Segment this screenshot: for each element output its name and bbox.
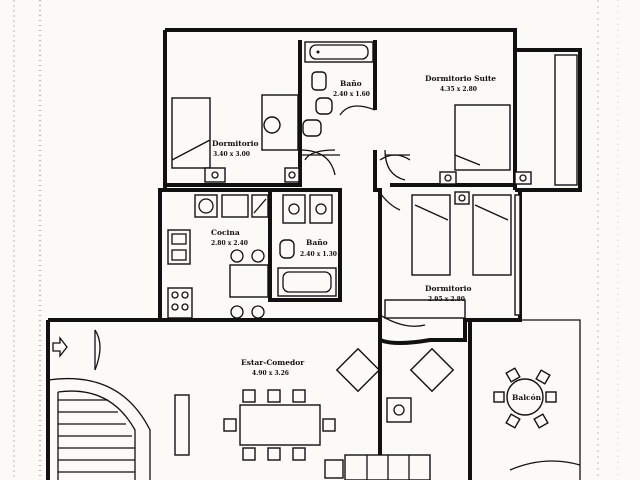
bathroom-fixtures-top [302, 41, 374, 137]
bedroom-1-furniture [171, 94, 300, 183]
bedroom-2-furniture [384, 191, 521, 319]
room-label-bano-1: Baño [340, 79, 362, 88]
room-labels: Dormitorio 3.40 x 3.00 Baño 2.40 x 1.60 … [211, 74, 542, 402]
room-label-bano-2: Baño [306, 238, 328, 247]
room-dims-dormitorio-suite: 4.35 x 2.80 [440, 86, 477, 93]
walls [46, 28, 582, 480]
bathroom-fixtures-bottom [277, 194, 337, 297]
kitchen-fixtures [167, 194, 269, 319]
room-label-balcon: Balcón [512, 393, 542, 402]
room-label-dormitorio-suite: Dormitorio Suite [425, 74, 496, 83]
living-dining-furniture [174, 347, 455, 480]
room-dims-estar-comedor: 4.90 x 3.26 [252, 370, 289, 377]
room-label-dormitorio-2: Dormitorio [425, 284, 472, 293]
room-dims-cocina: 2.80 x 2.40 [211, 240, 248, 247]
room-label-dormitorio-1: Dormitorio [212, 139, 259, 148]
room-dims-bano-2: 2.40 x 1.30 [300, 251, 337, 258]
room-dims-dormitorio-1: 3.40 x 3.00 [213, 151, 250, 158]
room-dims-bano-1: 2.40 x 1.60 [333, 91, 370, 98]
room-dims-dormitorio-2: 2.95 x 2.80 [428, 296, 465, 303]
doors [94, 105, 426, 371]
entry-and-stairs [47, 336, 151, 480]
room-label-estar-comedor: Estar-Comedor [241, 358, 305, 367]
suite-furniture [439, 54, 578, 186]
balcony-table [493, 367, 557, 429]
room-label-cocina: Cocina [211, 228, 240, 237]
